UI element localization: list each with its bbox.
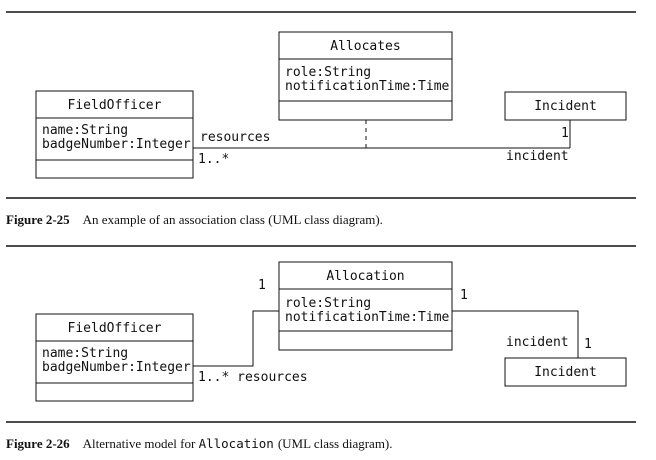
class-attribute: role:String: [285, 296, 371, 311]
figure-caption: Figure 2-25 An example of an association…: [6, 211, 383, 228]
class-attribute: badgeNumber:Integer: [42, 137, 191, 152]
class-attribute: role:String: [285, 65, 371, 80]
class-incident: Incident: [504, 91, 627, 121]
caption-text: (UML class diagram).: [278, 436, 393, 451]
class-attribute: badgeNumber:Integer: [42, 360, 191, 375]
class-name: Allocation: [326, 269, 404, 284]
caption-text: An example of an association class (UML …: [83, 212, 383, 227]
caption-code: Allocation: [199, 436, 274, 451]
multiplicity-role-label: 1..* resources: [198, 370, 308, 385]
class-attribute: name:String: [42, 346, 128, 361]
class-attribute: notificationTime:Time: [285, 79, 450, 94]
multiplicity-label: 1: [258, 278, 266, 293]
class-allocation: Allocation role:String notificationTime:…: [278, 261, 453, 351]
association-line-allocation-incident: [452, 310, 579, 358]
figure-caption: Figure 2-26 Alternative model for Alloca…: [6, 435, 393, 452]
role-label-incident: incident: [506, 335, 569, 350]
caption-number: Figure 2-26: [6, 436, 70, 451]
class-allocates: Allocates role:String notificationTime:T…: [278, 31, 453, 121]
class-name: Incident: [534, 365, 597, 380]
multiplicity-label: 1: [561, 126, 569, 141]
role-label-incident: incident: [506, 149, 569, 164]
class-attribute: notificationTime:Time: [285, 310, 450, 325]
class-field-officer: FieldOfficer name:String badgeNumber:Int…: [35, 313, 194, 402]
class-name: Incident: [534, 99, 597, 114]
caption-number: Figure 2-25: [6, 212, 70, 227]
caption-text: Alternative model for: [83, 436, 199, 451]
class-incident: Incident: [504, 357, 627, 387]
role-label-resources: resources: [200, 130, 270, 145]
class-name: Allocates: [330, 39, 400, 54]
association-line-officer-allocation: [193, 310, 279, 367]
multiplicity-label: 1: [584, 337, 592, 352]
class-field-officer: FieldOfficer name:String badgeNumber:Int…: [35, 90, 194, 179]
class-attribute: name:String: [42, 123, 128, 138]
class-name: FieldOfficer: [68, 321, 162, 336]
class-name: FieldOfficer: [68, 98, 162, 113]
multiplicity-label: 1..*: [198, 152, 229, 167]
multiplicity-label: 1: [460, 288, 468, 303]
